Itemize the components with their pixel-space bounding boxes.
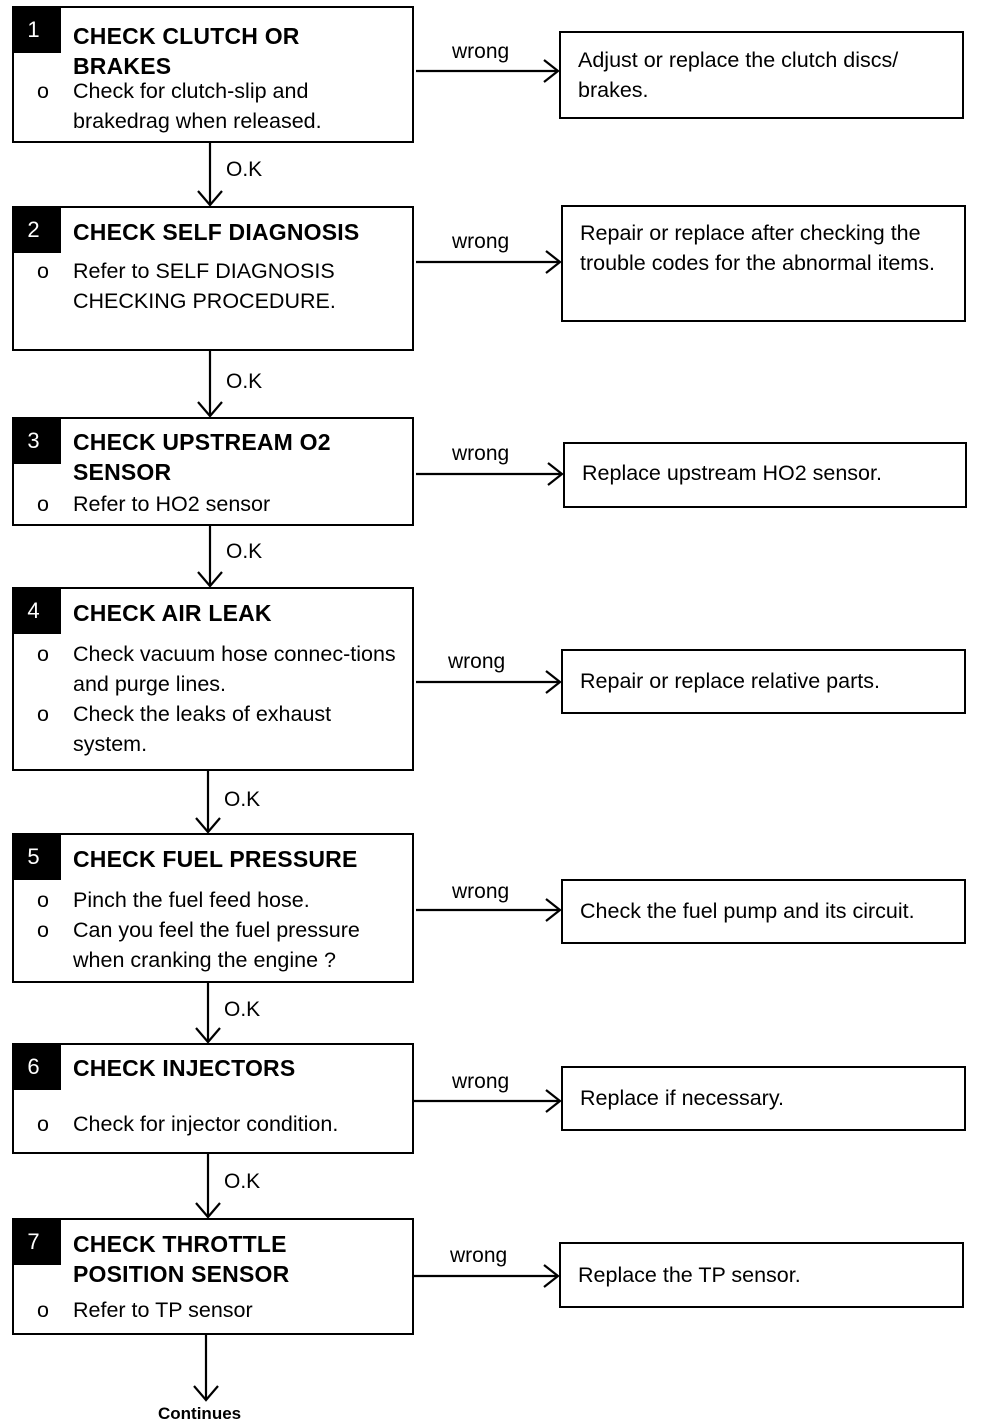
wrong-action-text: Check the fuel pump and its circuit.	[580, 899, 915, 923]
bullet-item: o Check the leaks of exhaust system.	[36, 699, 403, 759]
bullet-marker: o	[37, 1298, 49, 1322]
step-title: CHECK SELF DIAGNOSIS	[73, 219, 360, 245]
step-box-4: 4 CHECK AIR LEAK o Check vacuum hose connec…	[12, 587, 414, 771]
step-title: CHECK CLUTCH OR BRAKES	[73, 23, 300, 79]
bullet-item: o Can you feel the fuel pressure when cra…	[36, 915, 403, 975]
step-bullets: o Check vacuum hose connec-tions and purg…	[36, 639, 403, 759]
step-title: CHECK INJECTORS	[73, 1055, 296, 1081]
wrong-action-box-5: Check the fuel pump and its circuit.	[561, 879, 966, 944]
bullet-marker: o	[37, 1112, 49, 1136]
step-bullets: o Refer to TP sensor	[36, 1295, 373, 1325]
wrong-action-text: Replace the TP sensor.	[578, 1263, 801, 1287]
ok-label: O.K	[226, 370, 263, 393]
bullet-text: Refer to HO2 sensor	[73, 492, 271, 516]
step-title: CHECK UPSTREAM O2 SENSOR	[73, 429, 331, 485]
bullet-item: o Refer to HO2 sensor	[36, 489, 373, 519]
step-number: 6	[12, 1043, 61, 1090]
bullet-marker: o	[37, 702, 49, 726]
bullet-marker: o	[37, 918, 49, 942]
step-bullets: o Check for injector condition.	[36, 1109, 433, 1139]
bullet-text: Refer to TP sensor	[73, 1298, 253, 1322]
wrong-label: wrong	[452, 880, 510, 903]
bullet-item: o Check for injector condition.	[36, 1109, 433, 1139]
bullet-marker: o	[37, 79, 49, 103]
step-box-5: 5 CHECK FUEL PRESSURE o Pinch the fuel feed…	[12, 833, 414, 983]
step-box-3: 3 CHECK UPSTREAM O2 SENSOR o Refer to HO2 s…	[12, 417, 414, 526]
step-title: CHECK THROTTLE POSITION SENSOR	[73, 1231, 290, 1287]
step-number: 3	[12, 417, 61, 464]
step-box-2: 2 CHECK SELF DIAGNOSIS o Refer to SELF DIAG…	[12, 206, 414, 351]
step-bullets: o Check for clutch-slip and brakedrag whe…	[36, 76, 363, 136]
bullet-text: Check for injector condition.	[73, 1112, 339, 1136]
bullet-text: Check the leaks of exhaust system.	[73, 702, 332, 756]
wrong-action-box-6: Replace if necessary.	[561, 1066, 966, 1131]
step-number: 1	[12, 6, 61, 53]
bullet-item: o Pinch the fuel feed hose.	[36, 885, 403, 915]
wrong-action-text: Repair or replace relative parts.	[580, 669, 880, 693]
wrong-label: wrong	[448, 650, 506, 673]
step-box-6: 6 CHECK INJECTORS o Check for injector cond…	[12, 1043, 414, 1154]
wrong-label: wrong	[452, 230, 510, 253]
step-bullets: o Refer to SELF DIAGNOSIS CHECKING PROCED…	[36, 256, 383, 316]
wrong-action-box-7: Replace the TP sensor.	[559, 1242, 964, 1308]
step-title: CHECK AIR LEAK	[73, 600, 272, 626]
ok-label: O.K	[224, 788, 261, 811]
wrong-action-text: Repair or replace after checking the tro…	[580, 221, 935, 275]
wrong-action-text: Replace upstream HO2 sensor.	[582, 461, 882, 485]
bullet-item: o Check vacuum hose connec-tions and purg…	[36, 639, 403, 699]
bullet-text: Check vacuum hose connec-tions and purge…	[73, 642, 396, 696]
bullet-text: Refer to SELF DIAGNOSIS CHECKING PROCEDU…	[73, 259, 336, 313]
bullet-text: Check for clutch-slip and brakedrag when…	[73, 79, 322, 133]
wrong-label: wrong	[452, 442, 510, 465]
step-number: 2	[12, 206, 61, 253]
wrong-label: wrong	[450, 1244, 508, 1267]
wrong-action-box-1: Adjust or replace the clutch discs/ brak…	[559, 31, 964, 119]
ok-label: O.K	[226, 158, 263, 181]
bullet-marker: o	[37, 259, 49, 283]
step-title: CHECK FUEL PRESSURE	[73, 846, 358, 872]
wrong-action-box-2: Repair or replace after checking the tro…	[561, 205, 966, 322]
bullet-text: Pinch the fuel feed hose.	[73, 888, 310, 912]
bullet-item: o Refer to SELF DIAGNOSIS CHECKING PROCED…	[36, 256, 383, 316]
bullet-text: Can you feel the fuel pressure when cran…	[73, 918, 360, 972]
step-number: 4	[12, 587, 61, 634]
ok-label: O.K	[226, 540, 263, 563]
bullet-item: o Refer to TP sensor	[36, 1295, 373, 1325]
ok-label: O.K	[224, 998, 261, 1021]
step-box-1: 1 CHECK CLUTCH OR BRAKES o Check for clutch…	[12, 6, 414, 143]
bullet-item: o Check for clutch-slip and brakedrag whe…	[36, 76, 363, 136]
wrong-action-text: Adjust or replace the clutch discs/ brak…	[578, 48, 899, 102]
continues-label: Continues	[158, 1404, 242, 1423]
wrong-action-box-4: Repair or replace relative parts.	[561, 649, 966, 714]
wrong-action-box-3: Replace upstream HO2 sensor.	[563, 442, 967, 508]
bullet-marker: o	[37, 888, 49, 912]
step-bullets: o Refer to HO2 sensor	[36, 489, 373, 519]
step-number: 5	[12, 833, 61, 880]
step-number: 7	[12, 1218, 61, 1265]
wrong-action-text: Replace if necessary.	[580, 1086, 784, 1110]
wrong-label: wrong	[452, 1070, 510, 1093]
wrong-label: wrong	[452, 40, 510, 63]
step-box-7: 7 CHECK THROTTLE POSITION SENSOR o Refer to…	[12, 1218, 414, 1335]
bullet-marker: o	[37, 492, 49, 516]
ok-label: O.K	[224, 1170, 261, 1193]
bullet-marker: o	[37, 642, 49, 666]
